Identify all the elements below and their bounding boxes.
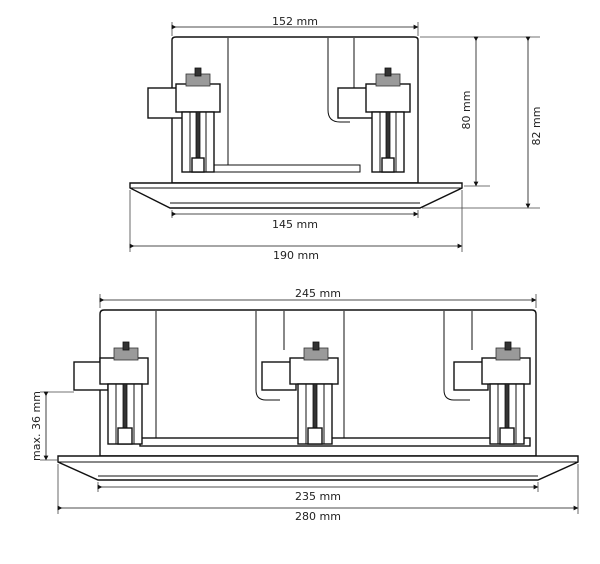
clamp-knob	[504, 341, 512, 351]
clamp-foot	[191, 157, 205, 173]
bottom-view-drawing	[57, 309, 579, 481]
clamp-head	[289, 357, 339, 385]
clamp-knob	[122, 341, 130, 351]
top-body-outline	[171, 36, 419, 184]
dim-label-outer-width: 190 mm	[273, 249, 319, 262]
dim-label-bottom-outer-width: 280 mm	[295, 510, 341, 523]
inner-floor	[139, 437, 531, 447]
bottom-clamp-right	[453, 341, 531, 445]
clamp-knob	[312, 341, 320, 351]
clamp-foot	[499, 427, 515, 445]
dim-label-height-body: 80 mm	[460, 91, 473, 130]
clamp-head	[365, 83, 411, 113]
dim-label-top-width: 152 mm	[272, 15, 318, 28]
dim-label-height-total: 82 mm	[530, 107, 543, 146]
dim-label-depth: max. 36 mm	[30, 391, 43, 461]
clamp-foot	[117, 427, 133, 445]
clamp-screw	[312, 383, 318, 431]
clamp-head	[481, 357, 531, 385]
inner-wall	[443, 311, 470, 401]
top-inner-wall-right	[327, 38, 350, 123]
top-clamp-left	[147, 67, 221, 173]
top-dimensions: 152 mm 145 mm 190 mm 80 mm 82 mm	[129, 15, 543, 262]
clamp-head	[175, 83, 221, 113]
clamp-foot	[381, 157, 395, 173]
clamp-knob	[384, 67, 392, 77]
clamp-screw	[385, 111, 391, 161]
dim-label-inner-width: 145 mm	[272, 218, 318, 231]
clamp-screw	[504, 383, 510, 431]
clamp-screw	[122, 383, 128, 431]
inner-wall	[255, 311, 280, 401]
top-flange	[129, 182, 463, 209]
bottom-clamp-middle	[261, 341, 339, 445]
top-clamp-right	[337, 67, 411, 173]
clamp-foot	[307, 427, 323, 445]
clamp-knob	[194, 67, 202, 77]
dim-label-bottom-top-width: 245 mm	[295, 287, 341, 300]
dim-label-bottom-inner-width: 235 mm	[295, 490, 341, 503]
bottom-dimensions: 245 mm 235 mm 280 mm max. 36 mm	[30, 287, 579, 523]
top-view-drawing	[129, 36, 463, 209]
bottom-clamp-left	[73, 341, 149, 445]
clamp-head	[99, 357, 149, 385]
clamp-screw	[195, 111, 201, 161]
